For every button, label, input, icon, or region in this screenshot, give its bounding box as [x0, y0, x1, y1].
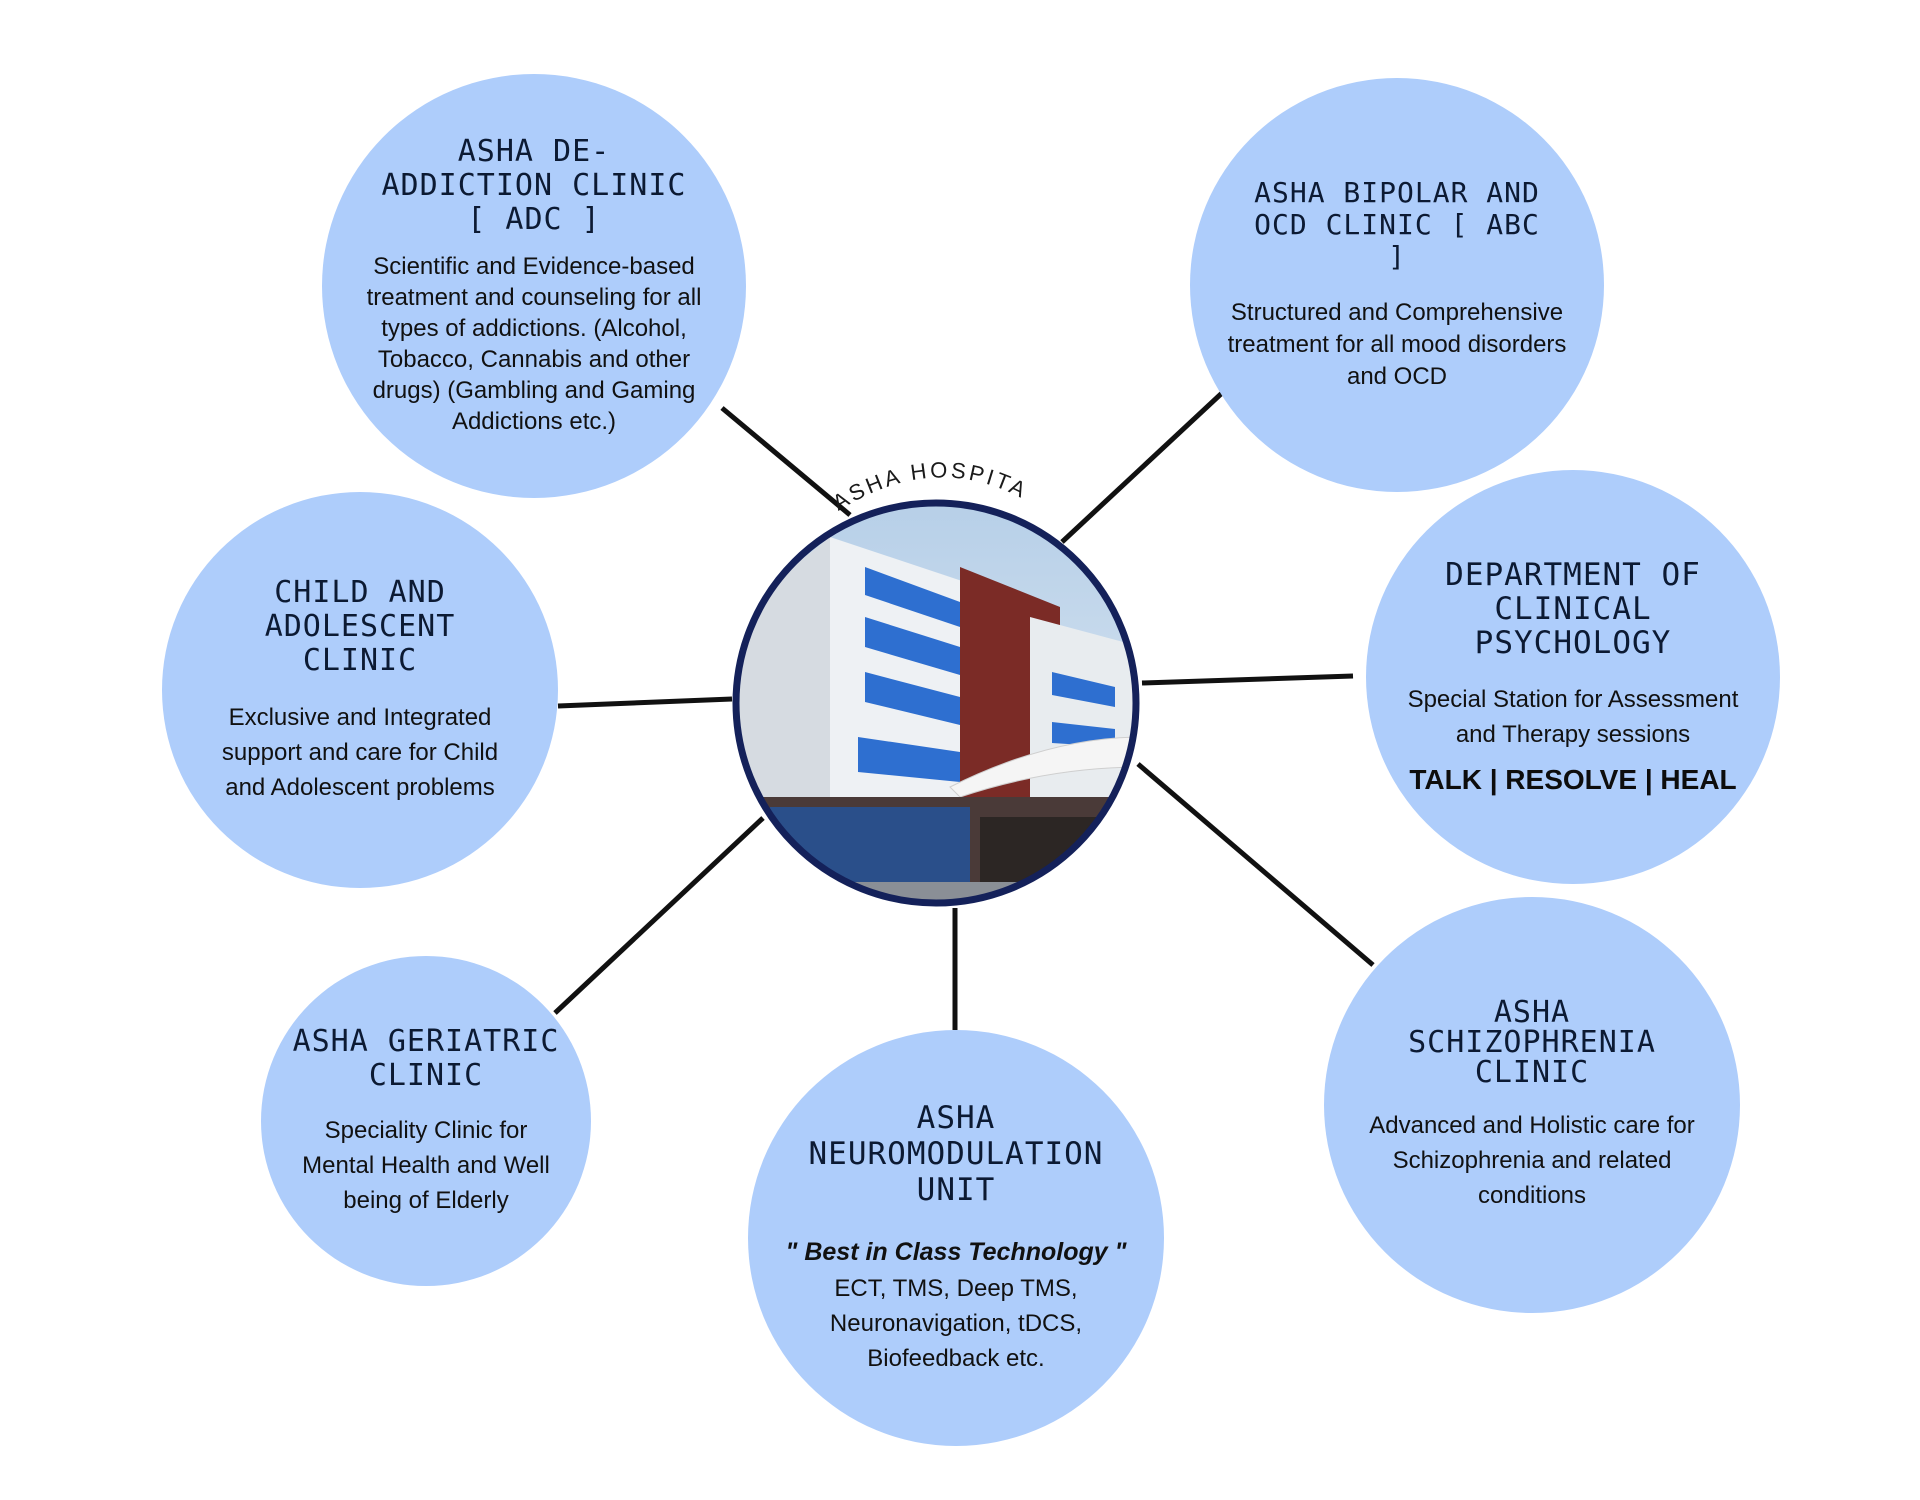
clinic-geriatric: ASHA GERIATRIC CLINIC Speciality Clinic … — [261, 956, 591, 1286]
clinic-psychology-desc: Special Station for Assessment and Thera… — [1407, 686, 1739, 748]
clinic-psychology-title: DEPARTMENT OF CLINICAL PSYCHOLOGY — [1445, 557, 1701, 661]
clinic-deaddiction-title: ASHA DE-ADDICTION CLINIC [ ADC ] — [381, 134, 687, 237]
connector-child — [557, 696, 733, 709]
clinic-bipolar-desc: Structured and Comprehensive treatment f… — [1227, 299, 1567, 390]
clinic-deaddiction-desc: Scientific and Evidence-based treatment … — [366, 253, 702, 435]
clinic-schizophrenia: ASHA SCHIZOPHRENIA CLINIC Advanced and H… — [1324, 897, 1740, 1313]
connector-deaddiction — [720, 406, 852, 517]
clinic-child: CHILD AND ADOLESCENT CLINIC Exclusive an… — [162, 492, 558, 888]
clinic-psychology-tagline: TALK | RESOLVE | HEAL — [1409, 764, 1737, 795]
connector-schizophrenia — [1136, 762, 1375, 967]
hospital-building-photo — [732, 499, 1140, 907]
clinic-bipolar-title: ASHA BIPOLAR AND OCD CLINIC [ ABC ] — [1254, 176, 1540, 273]
clinic-geriatric-title: ASHA GERIATRIC CLINIC — [292, 1023, 560, 1093]
clinic-geriatric-desc: Speciality Clinic for Mental Health and … — [302, 1116, 550, 1214]
connector-psychology — [1141, 673, 1354, 686]
clinic-schizophrenia-desc: Advanced and Holistic care for Schizophr… — [1369, 1111, 1695, 1209]
clinic-neuromodulation: ASHA NEUROMODULATION UNIT " Best in Clas… — [748, 1030, 1164, 1446]
clinic-child-desc: Exclusive and Integrated support and car… — [221, 703, 499, 801]
clinic-psychology: DEPARTMENT OF CLINICAL PSYCHOLOGY Specia… — [1366, 470, 1780, 884]
clinic-child-title: CHILD AND ADOLESCENT CLINIC — [264, 574, 456, 678]
connector-geriatric — [553, 816, 765, 1015]
clinic-bipolar: ASHA BIPOLAR AND OCD CLINIC [ ABC ] Stru… — [1190, 78, 1604, 492]
clinic-neuromodulation-emphasis: " Best in Class Technology " — [785, 1238, 1127, 1266]
clinic-schizophrenia-title: ASHA SCHIZOPHRENIA CLINIC — [1408, 994, 1656, 1090]
clinic-neuromodulation-title: ASHA NEUROMODULATION UNIT — [808, 1100, 1104, 1208]
clinic-deaddiction: ASHA DE-ADDICTION CLINIC [ ADC ] Scienti… — [322, 74, 746, 498]
connector-bipolar — [1060, 391, 1224, 544]
clinic-neuromodulation-desc: ECT, TMS, Deep TMS, Neuronavigation, tDC… — [829, 1275, 1083, 1372]
